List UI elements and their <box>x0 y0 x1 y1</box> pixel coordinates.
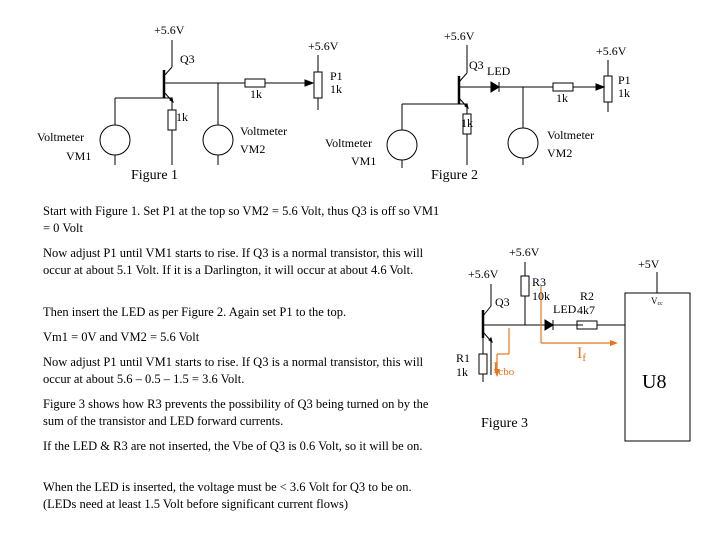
fig2-vm1-label-line2: VM1 <box>351 154 376 168</box>
figure-3-labels: +5.6V +5.6V +5V Q3 R3 10k LED R2 4k7 R1 … <box>456 245 666 431</box>
icbo-label: Icbo <box>493 360 515 378</box>
figure-3-current-arrows <box>494 286 618 377</box>
wiper-arrow <box>595 83 606 91</box>
voltmeter-vm2-symbol <box>202 124 234 156</box>
fig2-vm2-label-line1: Voltmeter <box>547 128 594 142</box>
if-label: If <box>577 345 586 364</box>
paragraph-adjust-p1-led: Now adjust P1 until VM1 starts to rise. … <box>43 355 424 386</box>
wiper-arrow <box>304 79 315 87</box>
figure-3 <box>478 262 691 442</box>
fig3-supply-u8: +5V <box>638 257 660 271</box>
voltmeter-vm1-symbol <box>386 129 418 161</box>
fig3-r1-name: R1 <box>456 351 470 365</box>
fig2-emitter-resistor-value: 1k <box>461 116 473 130</box>
fig1-vm2-label-line2: VM2 <box>240 142 265 156</box>
chip-u8-label: U8 <box>642 371 666 393</box>
fig3-led-label: LED <box>553 302 577 316</box>
paragraph-led-threshold: When the LED is inserted, the voltage mu… <box>43 480 412 511</box>
fig1-p1-label: P1 <box>330 69 343 83</box>
transistor-collector <box>163 66 173 77</box>
fig1-supply-top: +5.6V <box>154 23 185 37</box>
figure-2-caption: Figure 2 <box>431 168 478 183</box>
fig3-r3-value: 10k <box>532 289 550 303</box>
fig1-series-resistor-value: 1k <box>250 87 262 101</box>
fig2-vm2-label-line2: VM2 <box>547 146 572 160</box>
fig1-p1-value: 1k <box>330 82 342 96</box>
figure-1-caption: Figure 1 <box>131 168 178 183</box>
fig3-r3-name: R3 <box>532 275 546 289</box>
fig3-r2-name: R2 <box>580 289 594 303</box>
paragraph-start-figure-1: Start with Figure 1. Set P1 at the top s… <box>43 204 440 235</box>
led-diode-symbol <box>544 319 554 331</box>
series-resistor <box>244 78 266 88</box>
paragraph-adjust-p1-normal: Now adjust P1 until VM1 starts to rise. … <box>43 246 424 277</box>
fig3-q3-label: Q3 <box>495 295 510 309</box>
series-resistor <box>552 82 574 92</box>
emitter-resistor <box>167 109 177 131</box>
icbo-arrowhead <box>494 369 500 377</box>
fig2-supply-p1: +5.6V <box>596 44 627 58</box>
fig1-vm1-label-line1: Voltmeter <box>37 130 84 144</box>
fig1-supply-p1: +5.6V <box>308 39 339 53</box>
fig1-q3-label: Q3 <box>180 52 195 66</box>
fig3-supply-r3: +5.6V <box>509 245 540 259</box>
fig1-emitter-resistor-value: 1k <box>176 110 188 124</box>
fig2-series-resistor-value: 1k <box>556 91 568 105</box>
fig2-vm1-label-line1: Voltmeter <box>325 136 372 150</box>
fig2-supply-top: +5.6V <box>444 29 475 43</box>
led-diode-symbol <box>490 81 500 93</box>
if-arrowhead <box>610 340 618 346</box>
fig1-vm1-label-line2: VM1 <box>66 149 91 163</box>
figure-1-labels: +5.6V +5.6V Q3 P1 1k 1k 1k Voltmeter VM1… <box>37 23 343 183</box>
figure-3-caption: Figure 3 <box>481 416 528 431</box>
fig2-p1-label: P1 <box>618 73 631 87</box>
figure-1 <box>99 40 323 165</box>
figure-2-labels: +5.6V +5.6V Q3 LED P1 1k 1k 1k Voltmeter… <box>325 29 631 183</box>
u8-vcc-pin-label: Vcc <box>651 296 663 307</box>
transistor-collector <box>458 72 468 83</box>
paragraph-vm-values: Vm1 = 0V and VM2 = 5.6 Volt <box>43 330 200 344</box>
potentiometer-p1 <box>313 71 323 99</box>
paragraph-insert-led: Then insert the LED as per Figure 2. Aga… <box>43 305 347 319</box>
fig3-supply-left: +5.6V <box>468 267 499 281</box>
figure-2 <box>386 45 613 168</box>
resistor-r3 <box>520 275 530 297</box>
fig2-led-label: LED <box>487 64 511 78</box>
transistor-collector <box>482 305 492 317</box>
fig2-p1-value: 1k <box>618 86 630 100</box>
fig1-vm2-label-line1: Voltmeter <box>240 124 287 138</box>
voltmeter-vm1-symbol <box>99 124 131 156</box>
chip-u8-box <box>624 292 691 442</box>
paragraph-vbe: If the LED & R3 are not inserted, the Vb… <box>43 439 423 453</box>
potentiometer-p1 <box>603 75 613 103</box>
resistor-r1 <box>478 353 488 375</box>
voltmeter-vm2-symbol <box>507 127 539 159</box>
fig3-r1-value: 1k <box>456 365 468 379</box>
fig3-r2-value: 4k7 <box>577 303 595 317</box>
paragraph-figure-3-explanation: Figure 3 shows how R3 prevents the possi… <box>43 397 429 428</box>
fig2-q3-label: Q3 <box>469 58 484 72</box>
